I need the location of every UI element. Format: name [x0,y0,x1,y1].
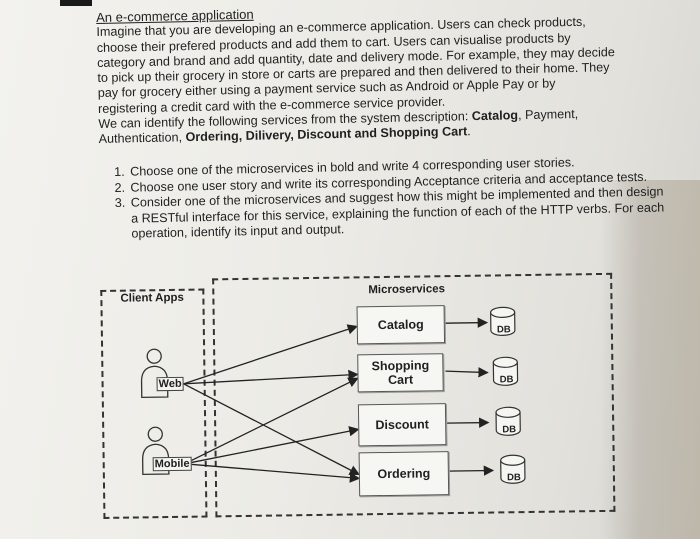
services-end: . [467,124,471,139]
db-ordering: DB [501,460,527,490]
db-label: DB [502,424,517,436]
question-number: 2. [114,180,126,195]
discount-service: Discount [357,403,447,447]
ordering-service: Ordering [358,451,450,497]
db-label: DB [499,374,514,386]
question-text: Consider one of the microservices and su… [130,184,665,241]
db-shopping-cart: DB [493,362,519,392]
page-shadow [600,180,700,539]
db-label: DB [506,472,521,484]
description-paragraph: Imagine that you are developing an e-com… [96,13,668,147]
architecture-diagram: Client Apps Microservices [98,263,621,520]
services-pre: Authentication, [98,130,186,147]
question-list: 1. Choose one of the microservices in bo… [114,153,666,242]
shopping-cart-service: Shopping Cart [357,353,444,393]
diagram-connectors [140,306,526,484]
question-number: 1. [114,164,125,179]
assignment-text: An e-commerce application Imagine that y… [96,0,669,148]
mobile-client-label: Mobile [152,456,192,472]
services-sep: , Payment, [517,107,579,123]
question-number: 3. [114,195,126,210]
catalog-service: Catalog [356,305,446,345]
db-label: DB [496,324,511,336]
db-discount: DB [496,412,522,442]
db-catalog: DB [491,312,517,342]
web-client-label: Web [156,376,184,392]
service-catalog: Catalog [471,108,519,124]
page-edge-marker [60,0,92,6]
